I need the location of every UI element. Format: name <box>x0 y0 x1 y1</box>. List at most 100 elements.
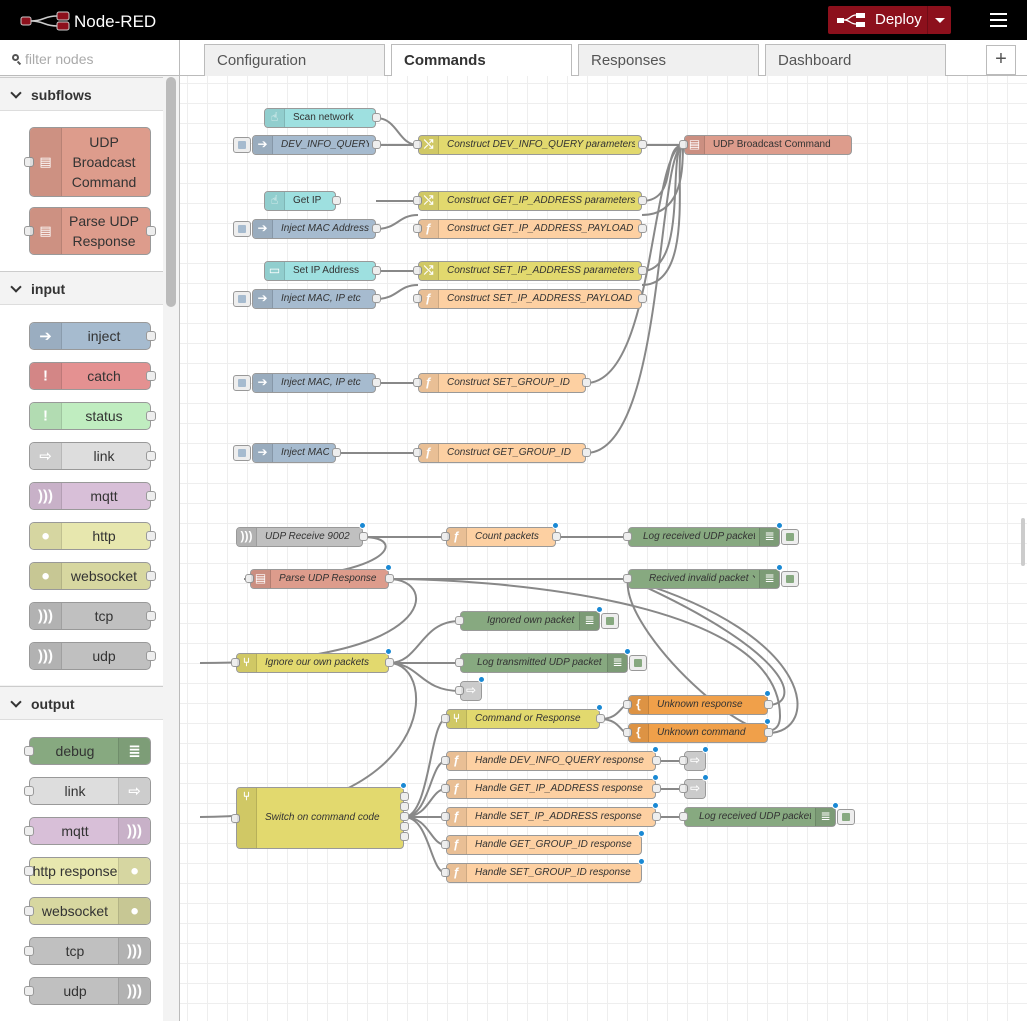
node-log-received-udp-2[interactable]: Log received UDP packet <box>679 802 855 827</box>
output-port[interactable] <box>552 532 561 541</box>
filter-nodes-input[interactable]: filter nodes <box>0 40 179 76</box>
palette-node-http-response[interactable]: http response● <box>24 857 151 885</box>
tab-responses[interactable]: Responses <box>578 44 759 76</box>
add-tab-button[interactable]: + <box>986 45 1016 75</box>
output-port[interactable] <box>372 378 381 387</box>
node-construct-get-group[interactable]: Construct GET_GROUP_ID <box>413 443 591 463</box>
debug-toggle-button[interactable] <box>601 613 619 629</box>
node-udp-receive[interactable]: UDP Receive 9002 <box>236 522 368 547</box>
input-port[interactable] <box>455 616 464 625</box>
output-port[interactable] <box>638 294 647 303</box>
node-parse-udp-response[interactable]: Parse UDP Response <box>245 564 394 589</box>
palette-node-catch[interactable]: !catch <box>29 362 156 390</box>
output-port[interactable] <box>372 294 381 303</box>
inject-button[interactable] <box>233 221 251 237</box>
palette-node-http-in[interactable]: ●http <box>29 522 156 550</box>
palette-node-websocket-in[interactable]: ●websocket <box>29 562 156 590</box>
node-ignore-own-packets[interactable]: Ignore our own packets <box>231 648 394 673</box>
palette-node-link-out[interactable]: link⇨ <box>24 777 151 805</box>
palette-node-udp-broadcast-command[interactable]: ▤ UDP Broadcast Command <box>24 127 151 197</box>
output-port[interactable] <box>332 196 341 205</box>
output-port[interactable] <box>372 140 381 149</box>
category-header-input[interactable]: input <box>0 271 163 305</box>
palette-node-tcp-out[interactable]: tcp))) <box>24 937 151 965</box>
node-unknown-command[interactable]: Unknown command <box>623 718 773 743</box>
output-port[interactable] <box>385 658 394 667</box>
output-port[interactable] <box>359 532 368 541</box>
output-port[interactable] <box>400 802 409 811</box>
output-port[interactable] <box>638 224 647 233</box>
node-handle-dev-info[interactable]: Handle DEV_INFO_QUERY response <box>441 746 661 771</box>
category-header-output[interactable]: output <box>0 686 163 720</box>
output-port[interactable] <box>400 832 409 841</box>
output-port[interactable] <box>372 266 381 275</box>
debug-toggle-button[interactable] <box>629 655 647 671</box>
debug-toggle-button[interactable] <box>781 529 799 545</box>
node-inject-mac-ip-2[interactable]: Inject MAC, IP etc <box>233 373 381 393</box>
output-port[interactable] <box>400 812 409 821</box>
node-handle-get-group[interactable]: Handle GET_GROUP_ID response <box>441 830 645 855</box>
palette-node-inject[interactable]: ➔inject <box>29 322 156 350</box>
node-scan-network[interactable]: Scan network <box>264 108 381 128</box>
output-port[interactable] <box>400 822 409 831</box>
node-invalid-packet[interactable]: Recived invalid packet ↘ <box>623 564 799 589</box>
node-udp-broadcast-command[interactable]: UDP Broadcast Command <box>679 135 852 155</box>
node-construct-set-ip-params[interactable]: Construct SET_IP_ADDRESS parameters <box>413 261 647 281</box>
output-port[interactable] <box>400 792 409 801</box>
node-handle-get-ip[interactable]: Handle GET_IP_ADDRESS response <box>441 774 661 799</box>
output-port[interactable] <box>638 196 647 205</box>
node-command-or-response[interactable]: Command or Response <box>441 704 605 729</box>
inject-button[interactable] <box>233 137 251 153</box>
palette-node-debug[interactable]: debug≣ <box>24 737 151 765</box>
palette-node-tcp-in[interactable]: )))tcp <box>29 602 156 630</box>
palette-node-link-in[interactable]: ⇨link <box>29 442 156 470</box>
deploy-button[interactable]: Deploy <box>828 6 951 34</box>
node-inject-mac-ip[interactable]: Inject MAC, IP etc <box>233 289 381 309</box>
output-port[interactable] <box>764 700 773 709</box>
node-switch-on-command-code[interactable]: Switch on command code <box>231 782 409 849</box>
category-header-subflows[interactable]: subflows <box>0 77 163 111</box>
deploy-menu-caret-icon[interactable] <box>927 6 951 34</box>
output-port[interactable] <box>582 378 591 387</box>
output-port[interactable] <box>372 224 381 233</box>
output-port[interactable] <box>332 448 341 457</box>
node-link-out-2[interactable] <box>679 746 709 771</box>
node-log-received-udp-1[interactable]: Log received UDP packet <box>623 522 799 547</box>
node-ignored-own-packet[interactable]: Ignored own packet <box>455 606 619 631</box>
node-construct-get-ip-params[interactable]: Construct GET_IP_ADDRESS parameters <box>413 191 647 211</box>
flow-workspace[interactable]: Scan network DEV_INFO_QUERY ⬆ Construct … <box>180 76 1027 1021</box>
node-construct-set-group[interactable]: Construct SET_GROUP_ID <box>413 373 591 393</box>
output-port[interactable] <box>596 714 605 723</box>
palette-node-parse-udp-response[interactable]: ▤ Parse UDP Response <box>24 207 156 255</box>
node-get-ip[interactable]: Get IP <box>264 191 341 211</box>
debug-toggle-button[interactable] <box>781 571 799 587</box>
node-dev-info-query-inject[interactable]: DEV_INFO_QUERY ⬆ <box>233 135 381 155</box>
node-unknown-response[interactable]: Unknown response <box>623 690 773 715</box>
palette-scrollbar[interactable] <box>166 77 176 307</box>
node-link-out-1[interactable] <box>455 676 485 701</box>
palette-node-mqtt-out[interactable]: mqtt))) <box>24 817 151 845</box>
node-inject-mac-address[interactable]: Inject MAC Address <box>233 219 381 239</box>
main-menu-icon[interactable] <box>986 10 1010 30</box>
node-construct-set-ip-payload[interactable]: Construct SET_IP_ADDRESS_PAYLOAD <box>413 289 647 309</box>
output-port[interactable] <box>582 448 591 457</box>
palette-node-websocket-out[interactable]: websocket● <box>24 897 151 925</box>
palette-node-mqtt-in[interactable]: )))mqtt <box>29 482 156 510</box>
output-port[interactable] <box>652 812 661 821</box>
palette-node-udp-in[interactable]: )))udp <box>29 642 156 670</box>
node-construct-get-ip-payload[interactable]: Construct GET_IP_ADDRESS_PAYLOAD <box>413 219 647 239</box>
palette-node-udp-out[interactable]: udp))) <box>24 977 151 1005</box>
node-construct-dev-info-query[interactable]: Construct DEV_INFO_QUERY parameters <box>413 135 647 155</box>
inject-button[interactable] <box>233 291 251 307</box>
input-port[interactable] <box>623 574 632 583</box>
input-port[interactable] <box>679 812 688 821</box>
output-port[interactable] <box>385 574 394 583</box>
output-port[interactable] <box>764 728 773 737</box>
node-count-packets[interactable]: Count packets <box>441 522 561 547</box>
tab-commands[interactable]: Commands <box>391 44 572 77</box>
output-port[interactable] <box>372 113 381 122</box>
tab-configuration[interactable]: Configuration <box>204 44 385 76</box>
node-handle-set-group[interactable]: Handle SET_GROUP_ID response <box>441 858 645 883</box>
workspace-scrollbar[interactable] <box>1021 518 1025 566</box>
output-port[interactable] <box>652 784 661 793</box>
